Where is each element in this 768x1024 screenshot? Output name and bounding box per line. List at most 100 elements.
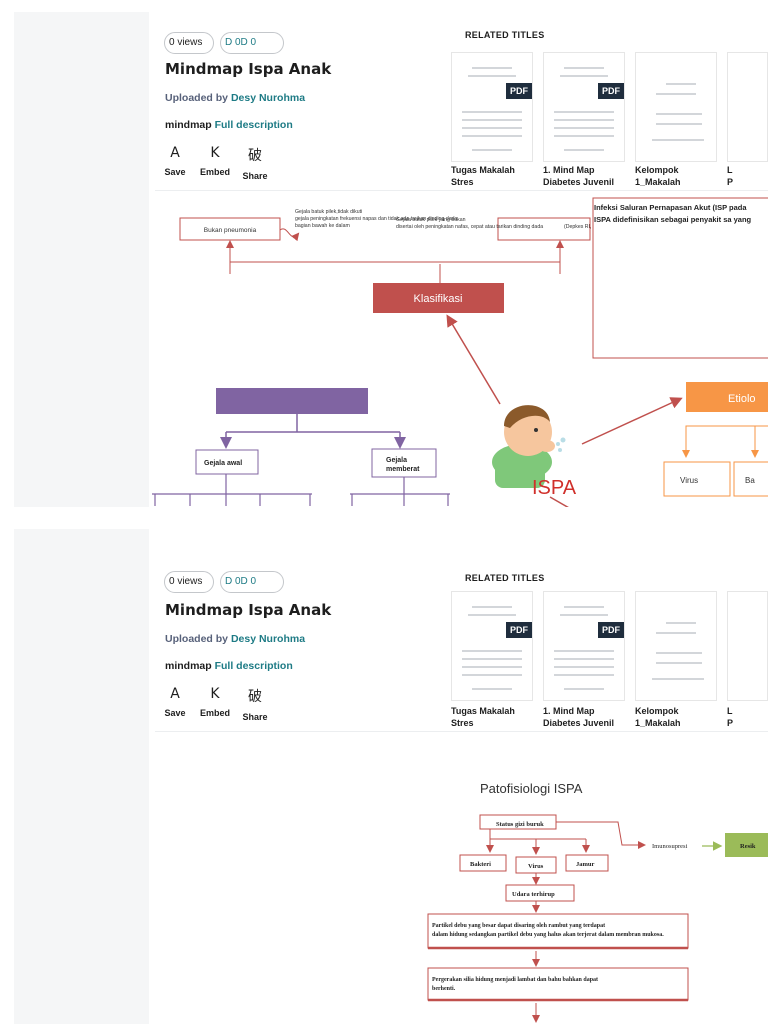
gejala-batuk-1b: gejala peningkatan frekuensi napas dan t… xyxy=(295,216,457,222)
vote-pill[interactable]: D 0D 0 xyxy=(220,571,284,593)
coughing-child-illustration xyxy=(492,405,566,488)
left-gutter xyxy=(14,529,149,1024)
depkes-citation: (Depkes RI, 2012). xyxy=(564,224,608,230)
ispa-def-1: Infeksi Saluran Pernapasan Akut (ISP pad… xyxy=(594,203,747,212)
views-pill: 0 views xyxy=(164,32,214,54)
pdf-badge: PDF xyxy=(598,83,624,99)
related-thumb-3[interactable] xyxy=(635,52,717,162)
related-thumb-3[interactable] xyxy=(635,591,717,701)
related-titles-heading: RELATED TITLES xyxy=(465,573,545,583)
category-label: mindmap xyxy=(165,660,212,672)
related-thumb-1[interactable]: PDF xyxy=(451,591,533,701)
virus-text: Virus xyxy=(680,476,698,485)
document-title: Mindmap Ispa Anak xyxy=(165,601,332,619)
resiko-text: Resik xyxy=(740,843,756,850)
bakteri-box xyxy=(459,854,507,872)
embed-button[interactable]: K Embed xyxy=(196,145,234,177)
category-label: mindmap xyxy=(165,119,212,131)
views-count: 0 views xyxy=(169,37,203,48)
uploader-link[interactable]: Desy Nurohma xyxy=(230,92,306,104)
divider xyxy=(155,731,768,732)
gejala-awal-box xyxy=(195,449,259,475)
related-thumb-1[interactable]: PDF xyxy=(451,52,533,162)
share-label: Share xyxy=(242,712,268,722)
document-title: Mindmap Ispa Anak xyxy=(165,60,332,78)
left-gutter xyxy=(14,12,149,507)
save-icon: A xyxy=(170,145,180,161)
tanda-gejala-box xyxy=(216,388,368,414)
partikel-1: Partikel debu yang besar dapat disaring … xyxy=(432,923,605,929)
resiko-box xyxy=(725,833,768,857)
category-line: mindmap Full description xyxy=(165,119,293,131)
udara-text: Udara terhirup xyxy=(512,891,555,898)
imunosupresi-text: Imunosupresi xyxy=(652,843,688,850)
save-button[interactable]: A Save xyxy=(160,145,190,177)
full-description-link[interactable]: Full description xyxy=(214,660,293,672)
vote-pill[interactable]: D 0D 0 xyxy=(220,32,284,54)
share-button[interactable]: 破 Share xyxy=(238,686,272,722)
pdf-badge: PDF xyxy=(506,83,532,99)
bakteri-box xyxy=(733,461,768,497)
gerakan-1: Pergerakan silia hidung menjadi lambat d… xyxy=(432,977,598,983)
share-label: Share xyxy=(242,171,268,181)
partikel-box xyxy=(427,913,689,949)
related-thumb-2[interactable]: PDF xyxy=(543,591,625,701)
vote-count: D 0D 0 xyxy=(225,576,257,587)
save-icon: A xyxy=(170,686,180,702)
divider xyxy=(155,190,768,191)
jamur-text: Jamur xyxy=(576,861,595,868)
vote-count: D 0D 0 xyxy=(225,37,257,48)
gerakan-silia-box xyxy=(427,967,689,1001)
views-count: 0 views xyxy=(169,576,203,587)
document-panel-1: 0 views D 0D 0 Mindmap Ispa Anak Uploade… xyxy=(0,12,768,507)
uploader-link[interactable]: Desy Nurohma xyxy=(230,633,306,645)
mindmap-ispa-page: Bukan pneumonia Gejala batuk pilek,tidak… xyxy=(152,197,768,507)
gejala-awal-text: Gejala awal xyxy=(204,460,242,467)
ispa-label: ISPA xyxy=(532,477,577,499)
views-pill: 0 views xyxy=(164,571,214,593)
pdf-badge: PDF xyxy=(598,622,624,638)
definition-box xyxy=(592,197,768,359)
gejala-batuk-2b: disertai oleh peningkatan nafas, cepat a… xyxy=(396,224,543,230)
pdf-badge: PDF xyxy=(506,622,532,638)
embed-icon: K xyxy=(210,686,220,702)
share-icon: 破 xyxy=(248,148,262,164)
uploaded-by-label: Uploaded by xyxy=(165,92,229,104)
save-label: Save xyxy=(164,708,186,718)
related-thumb-4[interactable] xyxy=(727,52,768,162)
patofisiologi-title: Patofisiologi ISPA xyxy=(480,781,583,796)
partikel-2: dalam hidung sedangkan partikel debu yan… xyxy=(432,932,664,938)
gejala-memberat-2: memberat xyxy=(386,466,420,473)
gejala-memberat-box xyxy=(371,448,437,478)
related-titles-heading: RELATED TITLES xyxy=(465,30,545,40)
etiologi-text: Etiolo xyxy=(728,393,756,405)
save-button[interactable]: A Save xyxy=(160,686,190,718)
uploaded-by: Uploaded by Desy Nurohma xyxy=(165,92,305,104)
status-gizi-text: Status gizi buruk xyxy=(496,821,544,828)
jamur-box xyxy=(565,854,609,872)
share-button[interactable]: 破 Share xyxy=(238,145,272,181)
embed-label: Embed xyxy=(199,708,230,718)
gejala-batuk-2a: Gejala batuk pilek yang bukan xyxy=(396,217,466,223)
udara-box xyxy=(505,884,575,902)
full-description-link[interactable]: Full description xyxy=(214,119,293,131)
uploaded-by: Uploaded by Desy Nurohma xyxy=(165,633,305,645)
embed-label: Embed xyxy=(199,167,230,177)
gejala-batuk-1c: bagian bawah ke dalam xyxy=(295,223,350,229)
klasifikasi-text: Klasifikasi xyxy=(414,293,463,305)
embed-button[interactable]: K Embed xyxy=(196,686,234,718)
gerakan-2: berhenti. xyxy=(432,986,456,992)
virus-box xyxy=(663,461,731,497)
gejala-batuk-1a: Gejala batuk pilek,tidak dikuti xyxy=(295,209,362,215)
related-thumb-2[interactable]: PDF xyxy=(543,52,625,162)
share-icon: 破 xyxy=(248,689,262,705)
related-thumb-4[interactable] xyxy=(727,591,768,701)
